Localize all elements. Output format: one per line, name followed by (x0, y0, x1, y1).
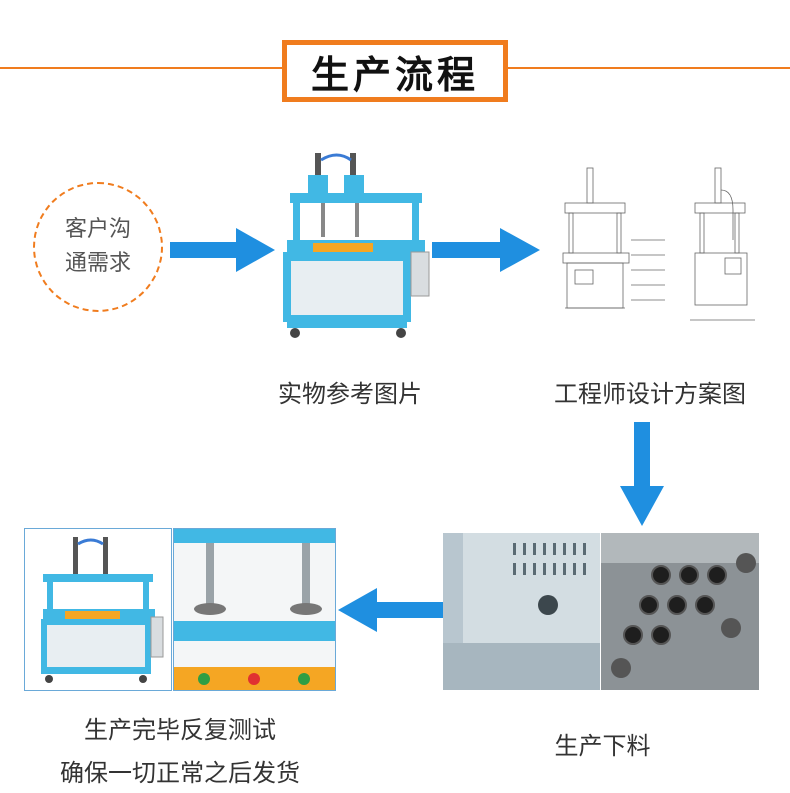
customer-need-circle: 客户沟 通需求 (33, 182, 163, 312)
title-rule-left (0, 67, 282, 69)
reference-caption: 实物参考图片 (278, 380, 422, 408)
customer-need-line1: 客户沟 (64, 217, 131, 242)
testing-caption-line1: 生产完毕反复测试 (84, 716, 276, 744)
finished-machine-photo (24, 528, 172, 691)
mold-parts-photo (601, 533, 759, 690)
arrow-left-icon (338, 588, 443, 632)
material-caption: 生产下料 (554, 732, 651, 760)
arrow-right-icon (170, 228, 275, 272)
finished-detail-photo (173, 528, 336, 691)
page-title: 生产流程 (310, 51, 479, 97)
reference-machine-photo (275, 145, 435, 340)
testing-caption-line2: 确保一切正常之后发货 (60, 759, 300, 787)
design-drawing (545, 160, 765, 330)
sheet-metal-photo (443, 533, 600, 690)
design-caption: 工程师设计方案图 (554, 380, 746, 408)
title-rule-right (508, 67, 790, 69)
arrow-right-icon (432, 228, 540, 272)
customer-need-line2: 通需求 (64, 251, 131, 276)
title-box: 生产流程 (282, 40, 508, 102)
arrow-down-icon (620, 422, 664, 526)
